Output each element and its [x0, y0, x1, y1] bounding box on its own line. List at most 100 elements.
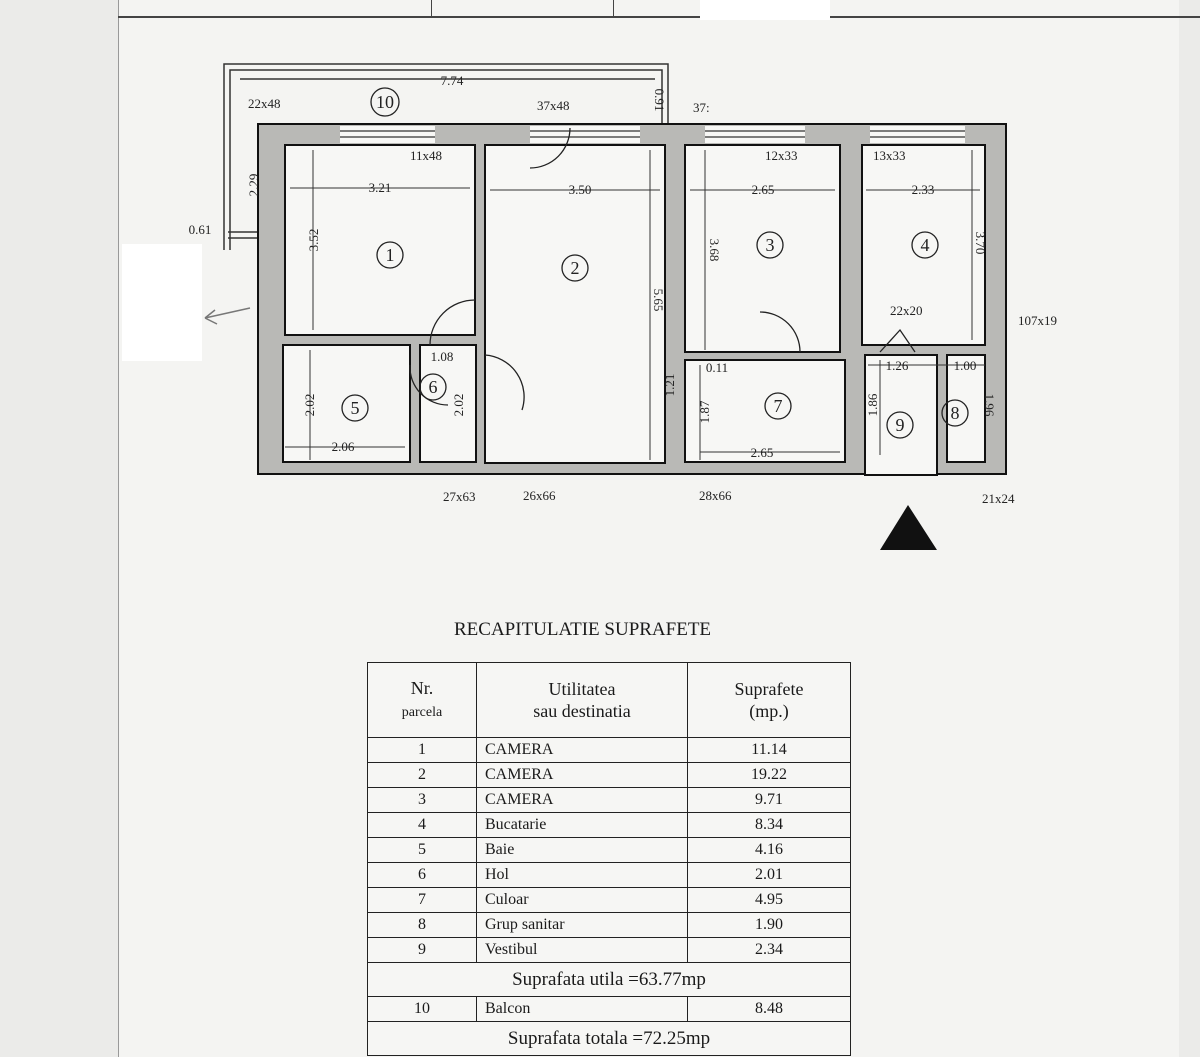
wall-label: 28x66	[699, 488, 732, 503]
room-number: 8	[951, 403, 960, 423]
dim-label: 3.21	[369, 180, 392, 195]
wall-label: 12x33	[765, 148, 798, 163]
row-area: 19.22	[687, 762, 851, 788]
row-nr: 7	[367, 887, 477, 913]
row-area: 2.34	[687, 937, 851, 963]
windows	[340, 130, 965, 138]
dim-label: 2.02	[451, 394, 466, 417]
table-row: 10 Balcon 8.48	[367, 996, 851, 1022]
dim-label: 0.91	[652, 89, 667, 112]
redaction	[700, 0, 830, 20]
row-nr: 5	[367, 837, 477, 863]
header-area: Suprafete	[734, 679, 804, 699]
wall-label: 107x19	[1018, 313, 1057, 328]
room-number: 5	[351, 398, 360, 418]
header-use-sub: sau destinatia	[533, 701, 631, 721]
wall-label: 11x48	[410, 148, 442, 163]
wall-label: 37x48	[537, 98, 570, 113]
row-area: 1.90	[687, 912, 851, 938]
room-number: 4	[921, 235, 930, 255]
dim-label: 1.26	[886, 358, 909, 373]
header-use: Utilitatea	[548, 679, 616, 699]
dim-label: 2.65	[751, 445, 774, 460]
row-area: 9.71	[687, 787, 851, 813]
room-number: 9	[896, 415, 905, 435]
header-strip	[118, 0, 1200, 18]
row-area: 4.16	[687, 837, 851, 863]
header-nr-sub: parcela	[401, 704, 443, 720]
room-number: 6	[429, 377, 438, 397]
row-use: Hol	[476, 862, 688, 888]
row-nr: 2	[367, 762, 477, 788]
dim-label: 1.96	[982, 394, 997, 417]
dim-label: 1.08	[431, 349, 454, 364]
dim-label: 0.11	[706, 360, 728, 375]
room-number: 10	[376, 92, 394, 112]
row-area: 11.14	[687, 737, 851, 763]
room-numbers: 1 2 3 4 5 6 7 8 9 10	[351, 92, 960, 435]
row-use: Grup sanitar	[476, 912, 688, 938]
row-use: CAMERA	[476, 787, 688, 813]
door-swings	[409, 127, 916, 411]
row-area: 8.48	[687, 996, 851, 1022]
dim-label: 3.50	[569, 182, 592, 197]
room-number-circles	[341, 87, 969, 439]
redaction	[122, 244, 202, 361]
row-nr: 9	[367, 937, 477, 963]
rooms	[282, 144, 986, 476]
header-nr: Nr.	[410, 677, 434, 698]
dim-label: 3.70	[973, 232, 988, 255]
row-use: Baie	[476, 837, 688, 863]
wall-label: 21x24	[982, 491, 1015, 506]
dim-label: 2.33	[912, 182, 935, 197]
dim-label: 1.86	[865, 393, 880, 416]
row-nr: 1	[367, 737, 477, 763]
dim-label: 1.00	[954, 358, 977, 373]
row-area: 2.01	[687, 862, 851, 888]
row-use: Vestibul	[476, 937, 688, 963]
row-nr: 6	[367, 862, 477, 888]
row-use: Culoar	[476, 887, 688, 913]
row-area: 8.34	[687, 812, 851, 838]
dim-label: 2.02	[302, 394, 317, 417]
wall-label: 22x48	[248, 96, 281, 111]
row-nr: 4	[367, 812, 477, 838]
room-number: 1	[386, 245, 395, 265]
dim-label: 2.29	[246, 174, 261, 197]
row-nr: 3	[367, 787, 477, 813]
balcony	[223, 63, 669, 250]
arrow-icon	[204, 307, 251, 325]
wall-label: 13x33	[873, 148, 906, 163]
summary-title: RECAPITULATIE SUPRAFETE	[454, 619, 712, 640]
row-use: Bucatarie	[476, 812, 688, 838]
wall-label: 37:	[693, 100, 710, 115]
dim-label: 3.52	[306, 229, 321, 252]
row-nr: 8	[367, 912, 477, 938]
row-use: CAMERA	[476, 762, 688, 788]
row-nr: 10	[367, 996, 477, 1022]
wall-label: 27x63	[443, 489, 476, 504]
wall-label: 22x20	[890, 303, 923, 318]
total-area: Suprafata totala =72.25mp	[367, 1021, 851, 1056]
row-use: Balcon	[476, 996, 688, 1022]
room-number: 3	[766, 235, 775, 255]
row-area: 4.95	[687, 887, 851, 913]
dim-label: 0.61	[189, 222, 212, 237]
floor-plan: 7.74 2.29 0.61 0.91 3.21 3.52 3.50 5.65 …	[189, 63, 1057, 550]
room-number: 7	[774, 396, 783, 416]
dim-label: 3.68	[707, 239, 722, 262]
dim-label: 2.06	[332, 439, 355, 454]
dim-label: 7.74	[441, 73, 464, 88]
row-use: CAMERA	[476, 737, 688, 763]
dim-label: 1.21	[662, 374, 677, 397]
